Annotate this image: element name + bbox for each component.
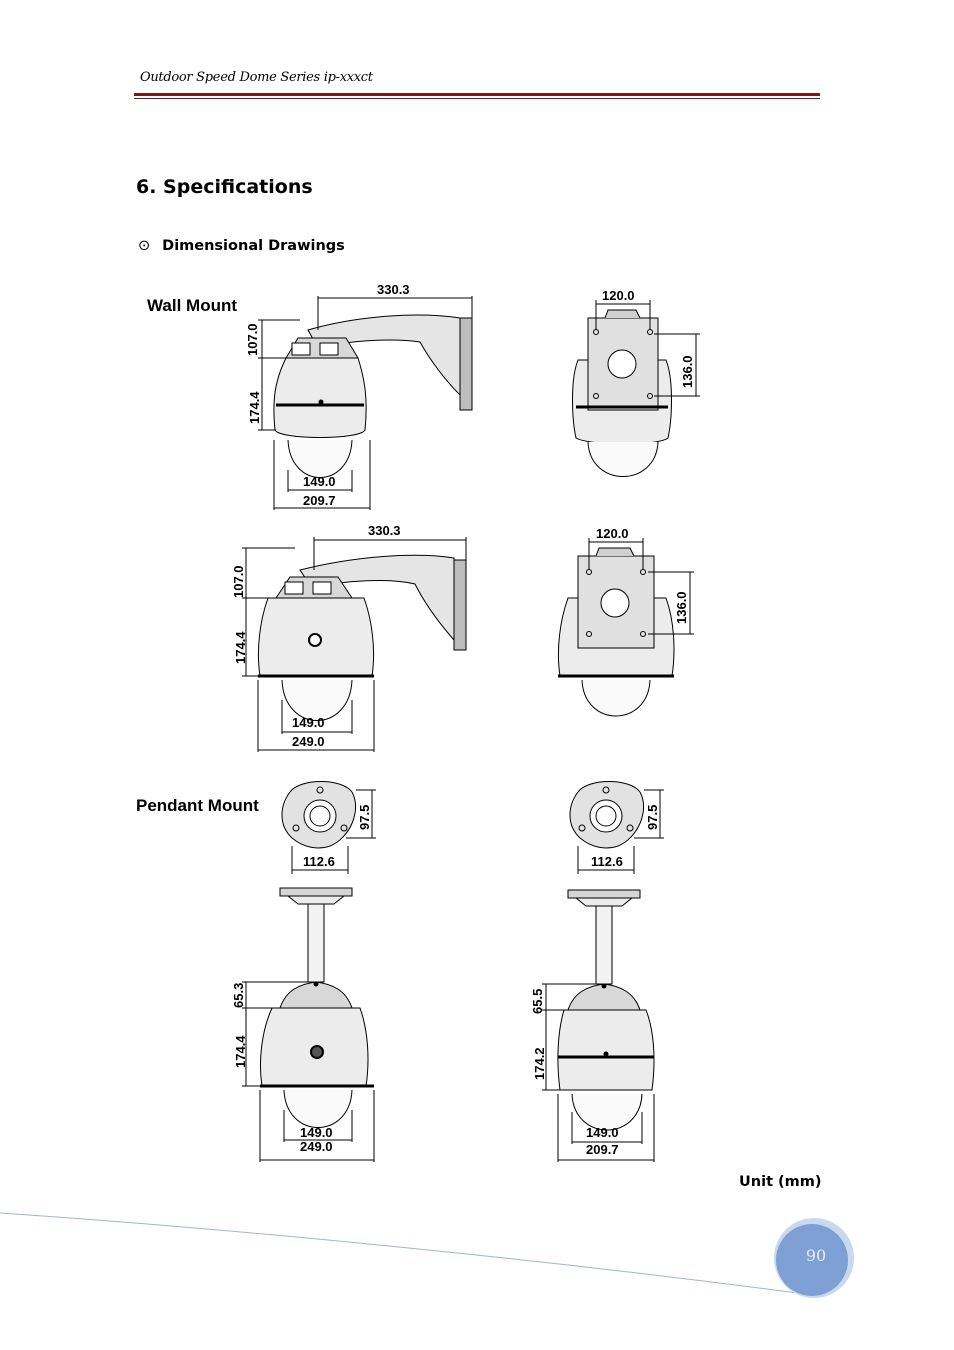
footer-curve [0,1212,821,1297]
dim-label: 149.0 [586,1125,619,1140]
wall-mount-front-drawing-2 [557,538,694,717]
page-badge [776,1224,848,1296]
wall-mount-label: Wall Mount [147,296,238,315]
section-title: 6. Specifications [136,176,313,198]
dim-label: 65.5 [530,989,545,1014]
dim-label: 330.3 [377,282,410,297]
pendant-mount-drawing-left [242,781,376,1162]
unit-label: Unit (mm) [739,1174,822,1190]
dim-label: 209.7 [303,493,336,508]
header-rule [134,93,820,96]
dim-label: 174.4 [233,1035,248,1068]
running-header: Outdoor Speed Dome Series ip-xxxct [140,70,373,85]
dim-label: 97.5 [357,805,372,830]
dim-label: 112.6 [303,854,335,869]
pendant-mount-label: Pendant Mount [136,796,259,815]
dim-label: 330.3 [368,523,401,538]
dim-label: 174.4 [247,391,262,424]
dim-label: 149.0 [300,1125,333,1140]
dim-label: 209.7 [586,1142,619,1157]
dim-label: 120.0 [602,288,635,303]
dim-label: 136.0 [674,591,689,624]
bullet-icon: ⊙ [138,238,151,254]
dim-label: 107.0 [245,323,260,356]
dim-label: 97.5 [645,805,660,830]
dim-label: 120.0 [596,526,629,541]
dim-label: 65.3 [231,983,246,1008]
wall-mount-front-drawing-1 [572,300,700,477]
wall-mount-side-drawing-1 [258,296,473,510]
header-rule-thin [134,98,820,99]
dim-label: 249.0 [292,734,325,749]
dim-label: 149.0 [303,474,336,489]
page-number: 90 [805,1246,827,1265]
subsection-title-text: Dimensional Drawings [162,238,345,254]
dim-label: 112.6 [591,854,623,869]
dim-label: 174.2 [532,1047,547,1080]
dim-label: 174.4 [233,631,248,664]
wall-mount-side-drawing-2 [242,537,467,752]
dim-label: 149.0 [292,715,325,730]
dim-label: 107.0 [231,565,246,598]
pendant-mount-drawing-right [542,781,664,1162]
dim-label: 136.0 [680,355,695,388]
dim-label: 249.0 [300,1139,333,1154]
subsection-title: ⊙ Dimensional Drawings [138,238,345,254]
